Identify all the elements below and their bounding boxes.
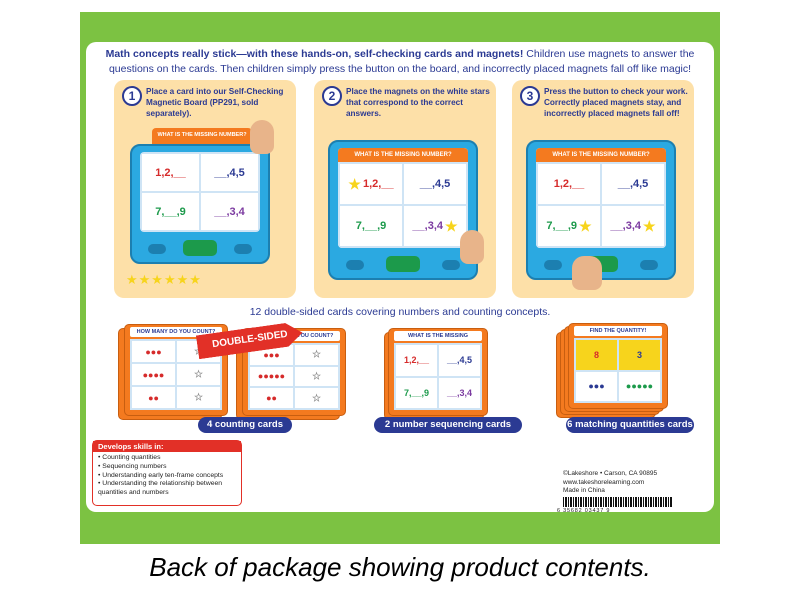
magnetic-board: WHAT IS THE MISSING NUMBER? 1,2,__ __,4,…: [526, 140, 676, 280]
step-text: Press the button to check your work. Cor…: [544, 87, 688, 118]
barcode: [563, 497, 673, 507]
sequencing-cards-label: 2 number sequencing cards: [374, 417, 522, 433]
card-cell: 1,2,__: [142, 154, 199, 191]
board-foot-right: [442, 260, 460, 270]
card-cell: __,3,4★: [602, 206, 664, 246]
board-foot-left: [346, 260, 364, 270]
magnetic-board: 1,2,__ __,4,5 7,__,9 __,3,4: [130, 144, 270, 264]
image-caption: Back of package showing product contents…: [149, 552, 651, 582]
card-grid: 1,2,__ __,4,5 7,__,9★ __,3,4★: [536, 162, 666, 248]
board-check-button: [386, 256, 420, 272]
child-hand: [250, 120, 274, 154]
skill-item: Counting quantities: [98, 454, 236, 463]
matching-card: FIND THE QUANTITY! 8 3 ●●● ●●●●●: [568, 323, 668, 409]
card-grid: 1,2,__ __,4,5 7,__,9 __,3,4: [394, 343, 482, 410]
matching-cards-label: 6 matching quantities cards: [566, 417, 694, 433]
card-cell: __,3,4: [201, 193, 258, 230]
board-screen: WHAT IS THE MISSING NUMBER? 1,2,__ __,4,…: [536, 148, 666, 248]
card-question: WHAT IS THE MISSING NUMBER?: [394, 331, 482, 349]
card-grid: ●●●★ ●●●●●★ ●●★: [248, 343, 340, 410]
board-screen: 1,2,__ __,4,5 7,__,9 __,3,4: [140, 152, 260, 232]
step-number: 3: [520, 86, 540, 106]
card-question: WHAT IS THE MISSING NUMBER?: [338, 148, 468, 162]
sequencing-cards-stack: WHAT IS THE MISSING NUMBER? 1,2,__ __,4,…: [384, 326, 488, 420]
card-cell: __,4,5: [201, 154, 258, 191]
skills-list: Counting quantities Sequencing numbers U…: [93, 452, 241, 500]
step-text: Place a card into our Self-Checking Magn…: [146, 87, 284, 118]
intro-rest: Children use magnets to answer the quest…: [108, 48, 695, 75]
card-question: WHAT IS THE MISSING NUMBER?: [157, 132, 247, 138]
card-cell: __,4,5: [602, 164, 664, 204]
skill-item: Sequencing numbers: [98, 463, 236, 472]
card-cell: 7,__,9: [142, 193, 199, 230]
legal-line: www.takeshorelearning.com: [563, 478, 645, 486]
card-question: WHAT IS THE MISSING NUMBER?: [536, 148, 666, 162]
step-3-panel: 3 Press the button to check your work. C…: [512, 80, 694, 298]
child-hand: [572, 256, 602, 290]
skill-item: Understanding the relationship between q…: [98, 480, 236, 498]
step-1-panel: 1 Place a card into our Self-Checking Ma…: [114, 80, 296, 298]
board-check-button: [183, 240, 217, 256]
counting-cards-label: 4 counting cards: [198, 417, 292, 433]
barcode-digits: 6 35682 03437 9: [557, 508, 611, 514]
card-grid: 1,2,__ __,4,5 7,__,9 __,3,4: [140, 152, 260, 232]
step-2-panel: 2 Place the magnets on the white stars t…: [314, 80, 496, 298]
legal-text: ©Lakeshore • Carson, CA 90895 www.takesh…: [563, 470, 657, 496]
board-foot-right: [640, 260, 658, 270]
sequencing-card: WHAT IS THE MISSING NUMBER? 1,2,__ __,4,…: [388, 328, 488, 416]
child-hand: [460, 230, 484, 264]
step-number: 1: [122, 86, 142, 106]
legal-line: ©Lakeshore • Carson, CA 90895: [563, 470, 658, 477]
legal-line: Made in China: [563, 487, 605, 494]
intro-bold: Math concepts really stick—with these ha…: [105, 48, 524, 60]
skills-box: Develops skills in: Counting quantities …: [92, 440, 242, 506]
skill-item: Understanding early ten-frame concepts: [98, 472, 236, 481]
board-foot-left: [148, 244, 166, 254]
star-magnets: ★★★★★★: [126, 272, 202, 287]
matching-cards-stack: FIND THE QUANTITY! 8 3 ●●● ●●●●●: [556, 322, 676, 420]
card-question: HOW MANY DO YOU COUNT?: [130, 327, 222, 337]
magnetic-board: WHAT IS THE MISSING NUMBER? ★1,2,__ __,4…: [328, 140, 478, 280]
card-question: FIND THE QUANTITY!: [574, 326, 662, 336]
card-cell: 1,2,__: [538, 164, 600, 204]
skills-title: Develops skills in:: [93, 441, 241, 452]
card-grid: ★1,2,__ __,4,5 7,__,9 __,3,4★: [338, 162, 468, 248]
contents-caption: 12 double-sided cards covering numbers a…: [249, 306, 551, 318]
step-number: 2: [322, 86, 342, 106]
intro-text: Math concepts really stick—with these ha…: [100, 47, 700, 77]
card-cell: 7,__,9: [340, 206, 402, 246]
board-foot-left: [544, 260, 562, 270]
step-text: Place the magnets on the white stars tha…: [346, 87, 490, 118]
card-cell: 7,__,9★: [538, 206, 600, 246]
board-screen: WHAT IS THE MISSING NUMBER? ★1,2,__ __,4…: [338, 148, 468, 248]
card-grid: 8 3 ●●● ●●●●●: [574, 338, 662, 403]
board-foot-right: [234, 244, 252, 254]
card-cell: __,4,5: [404, 164, 466, 204]
card-cell: __,3,4★: [404, 206, 466, 246]
card-cell: ★1,2,__: [340, 164, 402, 204]
